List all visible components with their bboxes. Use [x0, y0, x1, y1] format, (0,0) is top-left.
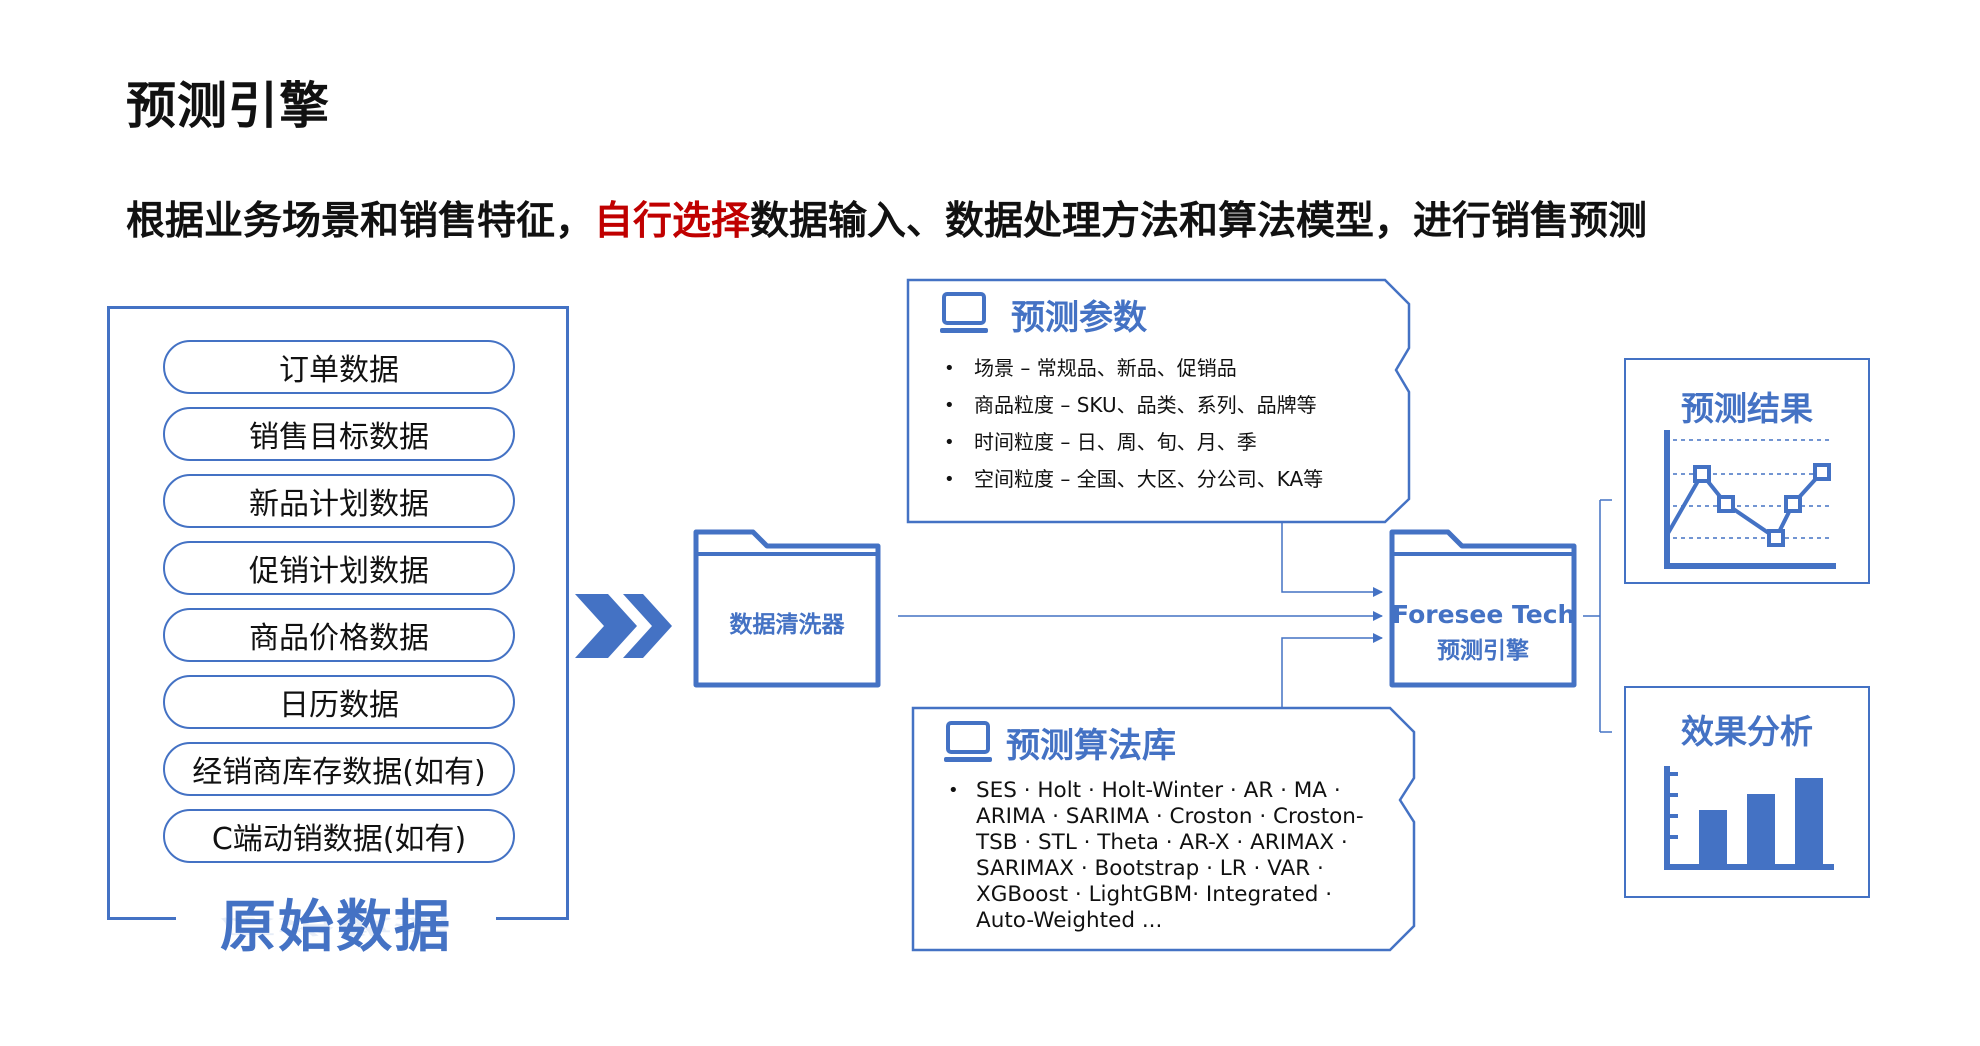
algorithms-panel: [911, 706, 1416, 952]
algorithms-bullet: •: [948, 780, 959, 801]
params-item: 时间粒度 – 日、周、旬、月、季: [938, 424, 1323, 461]
raw-data-item: 促销计划数据: [163, 541, 515, 595]
raw-data-item: 商品价格数据: [163, 608, 515, 662]
page-subtitle: 根据业务场景和销售特征，自行选择数据输入、数据处理方法和算法模型，进行销售预测: [126, 190, 1647, 246]
forecast-result-title: 预测结果: [1681, 389, 1813, 428]
params-item: 场景 – 常规品、新品、促销品: [938, 350, 1323, 387]
monitor-icon: [940, 292, 988, 333]
line-chart-icon: [1664, 430, 1836, 569]
subtitle-part1: 根据业务场景和销售特征，: [126, 199, 595, 244]
raw-data-item: 订单数据: [163, 340, 515, 394]
params-list: 场景 – 常规品、新品、促销品 商品粒度 – SKU、品类、系列、品牌等 时间粒…: [938, 350, 1323, 498]
raw-data-item: 经销商库存数据(如有): [163, 742, 515, 796]
bar-chart-icon: [1664, 766, 1834, 870]
params-item: 商品粒度 – SKU、品类、系列、品牌等: [938, 387, 1323, 424]
engine-label-line1: Foresee Tech: [1392, 600, 1576, 629]
algorithms-text: SES · Holt · Holt-Winter · AR · MA · ARI…: [976, 778, 1364, 933]
monitor-icon: [944, 721, 992, 762]
cleaner-label: 数据清洗器: [729, 612, 845, 638]
raw-data-item: 销售目标数据: [163, 407, 515, 461]
chevron-double-right-icon: [575, 594, 672, 658]
params-title: 预测参数: [1011, 298, 1147, 338]
output-bracket: [1583, 499, 1612, 733]
page-title: 预测引擎: [126, 77, 330, 135]
analysis-title: 效果分析: [1681, 712, 1813, 751]
raw-data-label: 原始数据: [176, 882, 496, 963]
folder-icon: [1389, 529, 1577, 688]
raw-data-item: C端动销数据(如有): [163, 809, 515, 863]
folder-icon: [693, 529, 881, 688]
algorithms-title: 预测算法库: [1006, 726, 1176, 766]
subtitle-part2: 数据输入、数据处理方法和算法模型，进行销售预测: [750, 199, 1648, 244]
subtitle-highlight: 自行选择: [594, 199, 751, 244]
params-item: 空间粒度 – 全国、大区、分公司、KA等: [938, 461, 1323, 498]
flow-arrow-params-engine: [1281, 522, 1383, 597]
flow-arrow-algorithms-engine: [1281, 633, 1383, 708]
raw-data-item: 日历数据: [163, 675, 515, 729]
raw-data-item: 新品计划数据: [163, 474, 515, 528]
engine-label-line2: 预测引擎: [1437, 638, 1529, 664]
